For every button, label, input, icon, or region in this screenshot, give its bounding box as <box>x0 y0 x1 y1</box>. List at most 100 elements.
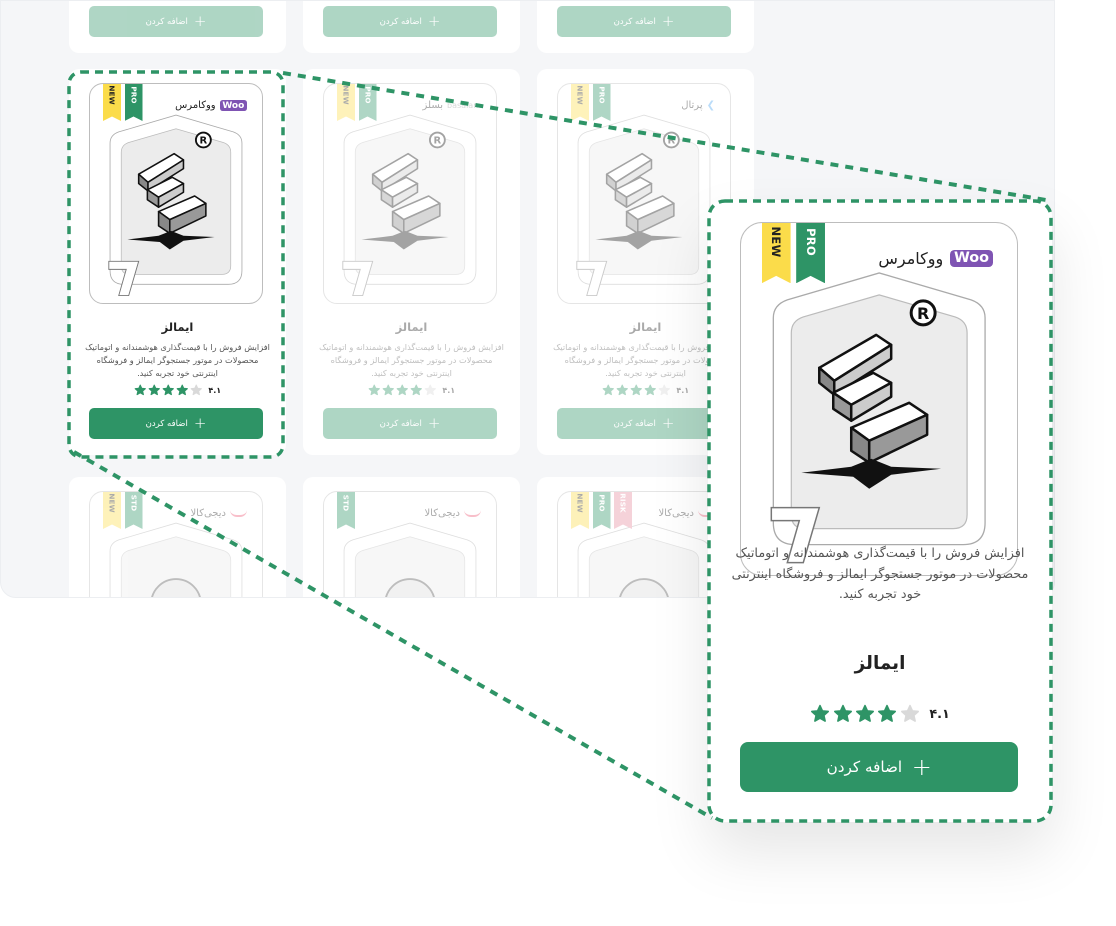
star-icon <box>396 384 408 396</box>
star-icon <box>900 704 919 722</box>
plus-icon: + <box>427 414 441 432</box>
platform-brand: دیجی‌کالا <box>658 508 715 519</box>
badge-pro: PRO <box>592 492 611 529</box>
add-button-label: اضافه کردن <box>826 758 903 777</box>
badge-new: NEW <box>103 492 121 529</box>
woocommerce-logo: Woo <box>219 100 247 111</box>
product-image-box: STD دیجی‌کالا <box>323 491 497 597</box>
portal-logo: ❯ <box>706 100 715 111</box>
badge-pro: PRO <box>796 223 825 284</box>
app-description: افزایش فروش را با قیمت‌گذاری هوشمندانه و… <box>319 342 504 379</box>
woocommerce-logo: Woo <box>949 249 994 268</box>
badge-new: NEW <box>103 84 121 121</box>
badge-group: STD <box>337 492 355 529</box>
badge-pro: PRO <box>358 84 377 121</box>
plus-icon: + <box>193 12 207 30</box>
platform-brand: Woo ووکامرس <box>878 248 994 268</box>
rating-value: ۴.۱ <box>208 385 222 395</box>
plus-icon: + <box>661 414 675 432</box>
star-icon <box>410 384 422 396</box>
brand-name: پرتال <box>681 100 703 111</box>
svg-text:R: R <box>917 304 929 323</box>
star-icon <box>148 384 160 396</box>
brand-name: دیجی‌کالا <box>658 508 694 519</box>
star-icon <box>630 384 642 396</box>
badge-risk: RISK <box>614 492 632 529</box>
app-title: ایمالز <box>161 319 194 334</box>
star-icon <box>658 384 670 396</box>
svg-text:R: R <box>200 136 208 147</box>
brand-name: ووکامرس <box>878 248 944 268</box>
plus-icon: + <box>427 12 441 30</box>
rating: ۴.۱ <box>303 384 520 397</box>
svg-text:R: R <box>668 136 676 147</box>
badge-new: NEW <box>571 492 589 529</box>
add-button-label: اضافه کردن <box>379 16 422 27</box>
basalam-logo: basalam <box>447 101 481 110</box>
add-button[interactable]: + اضافه کردن <box>323 6 497 37</box>
app-card: STD دیجی‌کالا <box>303 477 520 597</box>
app-description: افزایش فروش را با قیمت‌گذاری هوشمندانه و… <box>85 342 270 379</box>
add-button-label: اضافه کردن <box>145 16 188 27</box>
add-button[interactable]: +اضافه کردن <box>89 408 263 439</box>
app-title: ایمالز <box>854 652 906 674</box>
add-button[interactable]: + اضافه کردن <box>557 408 731 439</box>
add-button-label: اضافه کردن <box>613 418 656 429</box>
platform-brand: ❯پرتال <box>681 100 715 111</box>
add-button[interactable]: + اضافه کردن <box>557 6 731 37</box>
app-card: + اضافه کردن <box>69 1 286 53</box>
star-icon <box>855 704 874 722</box>
svg-text:R: R <box>434 136 442 147</box>
add-button-label: اضافه کردن <box>613 16 656 27</box>
badge-new: NEW <box>571 84 589 121</box>
platform-brand: دیجی‌کالا <box>424 508 481 519</box>
add-button[interactable]: + اضافه کردن <box>323 408 497 439</box>
plus-icon: + <box>661 12 675 30</box>
rating-value: ۴.۱ <box>442 385 456 395</box>
app-card: + اضافه کردن <box>303 1 520 53</box>
add-button[interactable]: + اضافه کردن <box>89 6 263 37</box>
add-button-label: اضافه کردن <box>379 418 422 429</box>
badge-std: STD <box>337 492 355 529</box>
brand-name: دیجی‌کالا <box>190 508 226 519</box>
badge-std: STD <box>124 492 143 529</box>
digikala-logo <box>464 510 481 517</box>
star-icon <box>616 384 628 396</box>
app-card: + اضافه کردن <box>537 1 754 53</box>
star-icon <box>134 384 146 396</box>
star-icon <box>811 704 830 722</box>
app-description: افزایش فروش را با قیمت‌گذاری هوشمندانه و… <box>553 342 738 379</box>
star-icon <box>162 384 174 396</box>
rating-value: ۴.۱ <box>929 706 950 722</box>
badge-new: NEW <box>337 84 355 121</box>
star-icon <box>833 704 852 722</box>
brand-name: دیجی‌کالا <box>424 508 460 519</box>
add-button[interactable]: + اضافه کردن <box>740 742 1019 792</box>
platform-brand: دیجی‌کالا <box>190 508 247 519</box>
badge-new: NEW <box>761 223 791 284</box>
rating-value: ۴.۱ <box>676 385 690 395</box>
brand-name: بسلز <box>422 100 444 111</box>
star-icon <box>176 384 188 396</box>
app-title: ایمالز <box>629 319 662 334</box>
digikala-logo <box>230 510 247 517</box>
plus-icon: + <box>911 753 932 782</box>
